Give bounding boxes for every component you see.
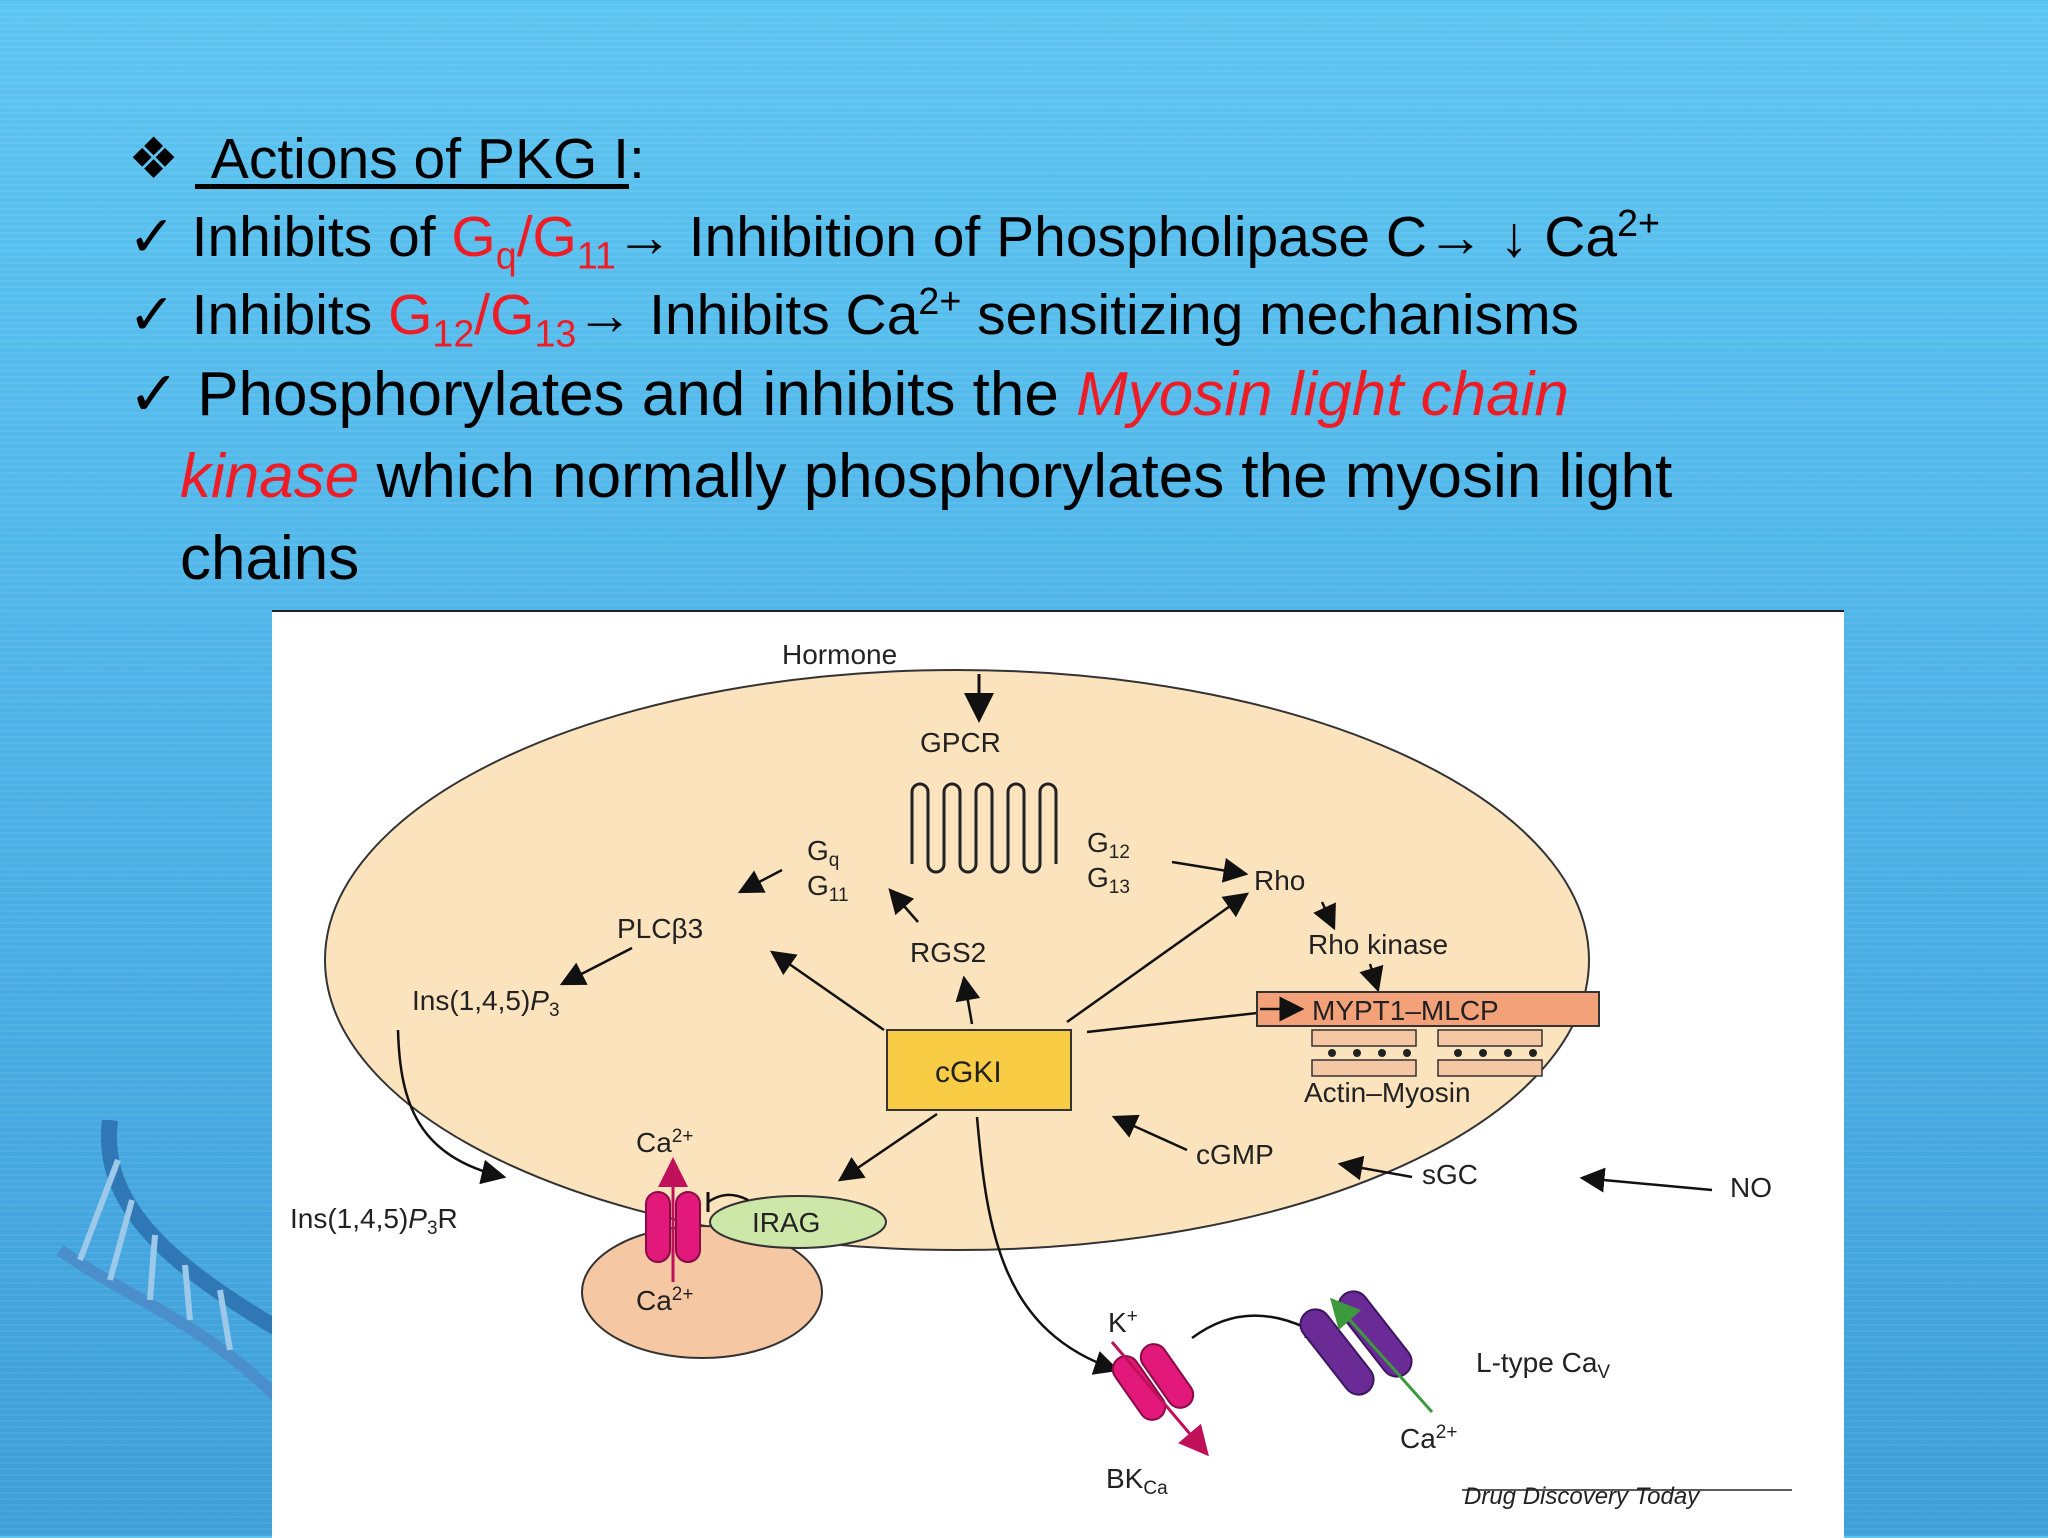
heading-line: ❖ Actions of PKG I: bbox=[128, 120, 1948, 198]
label-ca-ltype: Ca2+ bbox=[1400, 1422, 1457, 1454]
label-cgmp: cGMP bbox=[1196, 1139, 1274, 1170]
label-rgs2: RGS2 bbox=[910, 937, 986, 968]
label-sgc: sGC bbox=[1422, 1159, 1478, 1190]
line1-sup: 2+ bbox=[1617, 202, 1661, 244]
arrow-kinase-mypt bbox=[1359, 963, 1384, 993]
check-icon: ✓ bbox=[128, 360, 180, 429]
cgki-box bbox=[886, 1029, 1072, 1111]
label-g11: G11 bbox=[807, 870, 849, 906]
arrow-g12-rho bbox=[1171, 858, 1249, 883]
bullet-line-3: ✓ Phosphorylates and inhibits the Myosin… bbox=[128, 354, 1868, 600]
label-hormone: Hormone bbox=[782, 639, 897, 670]
line3-red-2: kinase bbox=[180, 442, 360, 511]
label-bkca: BKCa bbox=[1106, 1463, 1168, 1499]
bkca-channel-icon bbox=[1111, 1343, 1195, 1421]
inhibit-irag-receptor bbox=[707, 1193, 749, 1204]
label-ca-store: Ca2+ bbox=[636, 1284, 693, 1316]
inhibit-bkca-ltype bbox=[1191, 1314, 1307, 1340]
line1-text-a: Inhibits of bbox=[191, 205, 452, 269]
arrow-plc-ip3 bbox=[559, 946, 633, 986]
label-g12: G12 bbox=[1087, 827, 1130, 863]
label-ip3r: Ins(1,4,5)P3R bbox=[290, 1203, 458, 1239]
mypt-box bbox=[1256, 991, 1600, 1027]
label-kplus: K+ bbox=[1108, 1306, 1138, 1338]
arrow-cgki-plc bbox=[769, 950, 885, 1032]
line2-text-a: Inhibits bbox=[191, 283, 389, 347]
label-ltype: L-type CaV bbox=[1476, 1347, 1610, 1383]
bullet-line-2: ✓ Inhibits G12/G13→ Inhibits Ca2+ sensit… bbox=[128, 276, 1948, 354]
line1-text-b: → Inhibition of Phospholipase C→ ↓ Ca bbox=[615, 205, 1618, 269]
line2-sup: 2+ bbox=[918, 280, 962, 322]
arrow-k-efflux bbox=[1110, 1341, 1209, 1457]
heading: Actions of PKG I bbox=[210, 127, 629, 191]
bullet-line-1: ✓ Inhibits of Gq/G11→ Inhibition of Phos… bbox=[128, 198, 1948, 276]
check-icon: ✓ bbox=[128, 283, 176, 347]
cell-body bbox=[324, 669, 1590, 1251]
label-credit: Drug Discovery Today bbox=[1464, 1483, 1701, 1510]
check-icon: ✓ bbox=[128, 205, 176, 269]
irag-ellipse bbox=[709, 1195, 887, 1249]
heading-colon: : bbox=[628, 127, 645, 191]
label-plc: PLCβ3 bbox=[617, 913, 703, 944]
arrow-ip3-receptor bbox=[396, 1029, 507, 1185]
label-cgki: cGKI bbox=[935, 1056, 1002, 1089]
dna-helix-icon bbox=[56, 1120, 280, 1405]
slide-text: ❖ Actions of PKG I: ✓ Inhibits of Gq/G11… bbox=[128, 120, 1948, 600]
label-mypt: MYPT1–MLCP bbox=[1312, 995, 1499, 1026]
line3-text-b: which normally phosphorylates the myosin… bbox=[180, 442, 1673, 593]
arrow-gq-plc bbox=[737, 868, 783, 894]
actin-myosin-icon bbox=[1311, 1029, 1543, 1077]
label-no: NO bbox=[1730, 1172, 1772, 1203]
label-ca-top: Ca2+ bbox=[636, 1126, 693, 1158]
label-gpcr: GPCR bbox=[920, 727, 1001, 758]
pathway-diagram: Hormone GPCR Gq G11 G12 G13 Rho Rho kina… bbox=[290, 639, 1792, 1510]
label-ip3: Ins(1,4,5)P3 bbox=[412, 985, 560, 1021]
ltype-channel-icon bbox=[1299, 1290, 1413, 1396]
gpcr-receptor-icon bbox=[910, 782, 1058, 874]
line3-red-1: Myosin light chain bbox=[1076, 360, 1569, 429]
arrow-cgki-irag bbox=[837, 1112, 938, 1182]
line1-g-proteins: Gq/G11 bbox=[451, 205, 616, 277]
line3-text-a: Phosphorylates and inhibits the bbox=[197, 360, 1077, 429]
arrow-rgs2-g11 bbox=[888, 888, 919, 923]
line2-g-proteins: G12/G13 bbox=[388, 283, 577, 355]
arrow-ca-influx bbox=[1330, 1297, 1434, 1413]
pathway-figure: Hormone GPCR Gq G11 G12 G13 Rho Rho kina… bbox=[272, 610, 1844, 1538]
arrow-cgki-bkca bbox=[975, 1116, 1120, 1375]
arrow-rho-kinase bbox=[1313, 901, 1336, 931]
label-irag: IRAG bbox=[752, 1207, 820, 1238]
line2-text-b: → Inhibits Ca bbox=[576, 283, 919, 347]
label-g13: G13 bbox=[1087, 862, 1130, 898]
label-rho: Rho bbox=[1254, 865, 1305, 896]
line3-continuation: kinase which normally phosphorylates the… bbox=[128, 436, 1868, 600]
arrow-sgc-cgmp bbox=[1337, 1155, 1413, 1181]
er-store bbox=[581, 1225, 823, 1359]
label-actin-myosin: Actin–Myosin bbox=[1304, 1077, 1471, 1108]
diamond-bullet-icon: ❖ bbox=[128, 127, 180, 191]
arrow-no-sgc bbox=[1579, 1167, 1713, 1193]
arrow-cgki-rho bbox=[1066, 892, 1250, 1024]
line2-text-c: sensitizing mechanisms bbox=[961, 283, 1580, 347]
label-gq: Gq bbox=[807, 835, 839, 871]
arrow-cgmp-cgki bbox=[1111, 1114, 1188, 1152]
label-rho-kinase: Rho kinase bbox=[1308, 929, 1448, 960]
arrow-cgki-rgs2 bbox=[955, 975, 981, 1025]
ip3-receptor-channel-icon bbox=[645, 1191, 701, 1263]
